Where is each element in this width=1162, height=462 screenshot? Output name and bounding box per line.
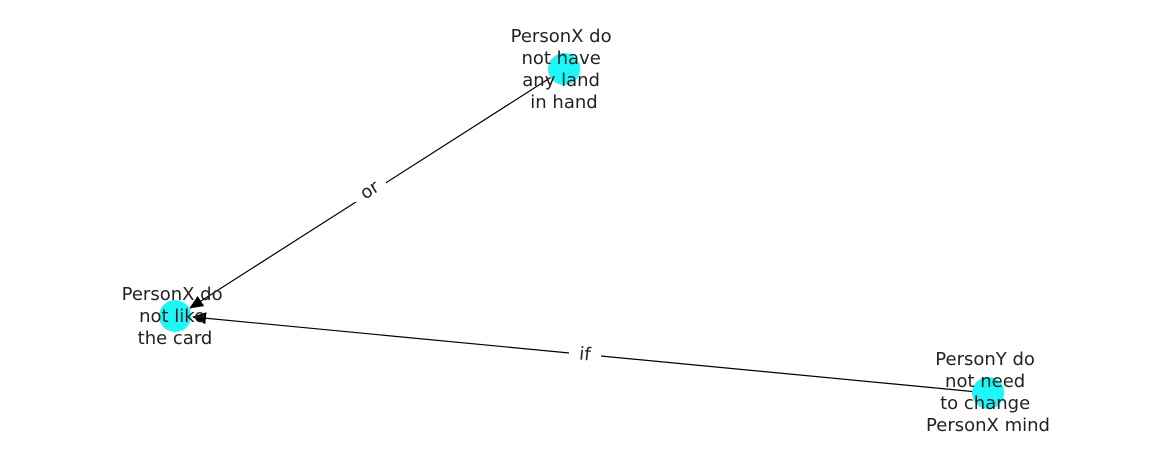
- edge-label-background: [352, 176, 386, 202]
- node-circle: [548, 53, 580, 85]
- node-label-line: PersonX do: [511, 26, 612, 47]
- node-label: PersonY do not need to change PersonX mi…: [926, 349, 1050, 436]
- node-circle: [972, 377, 1004, 409]
- node-label: PersonX do not have any land in hand: [511, 26, 618, 113]
- node-label-line: not like: [139, 306, 205, 327]
- node-persony-change-mind: PersonY do not need to change PersonX mi…: [926, 349, 1050, 436]
- edge-if: if: [192, 312, 989, 394]
- node-personx-no-land: PersonX do not have any land in hand: [511, 26, 618, 113]
- node-label-line: not have: [521, 48, 600, 69]
- node-label-line: in hand: [530, 92, 597, 113]
- node-label: PersonX do not like the card: [122, 284, 229, 349]
- node-circle: [159, 300, 191, 332]
- edge-label: if: [578, 344, 592, 366]
- node-label-line: PersonX mind: [926, 415, 1050, 436]
- node-label-line: not need: [945, 371, 1025, 392]
- edge-label-background: [569, 341, 601, 367]
- node-personx-dislike-card: PersonX do not like the card: [122, 284, 229, 349]
- node-label-line: PersonX do: [122, 284, 223, 305]
- edge-or: or: [189, 68, 565, 309]
- node-label-line: to change: [940, 393, 1030, 414]
- node-label-line: any land: [522, 70, 600, 91]
- node-label-line: the card: [138, 328, 213, 349]
- node-label-line: PersonY do: [935, 349, 1035, 370]
